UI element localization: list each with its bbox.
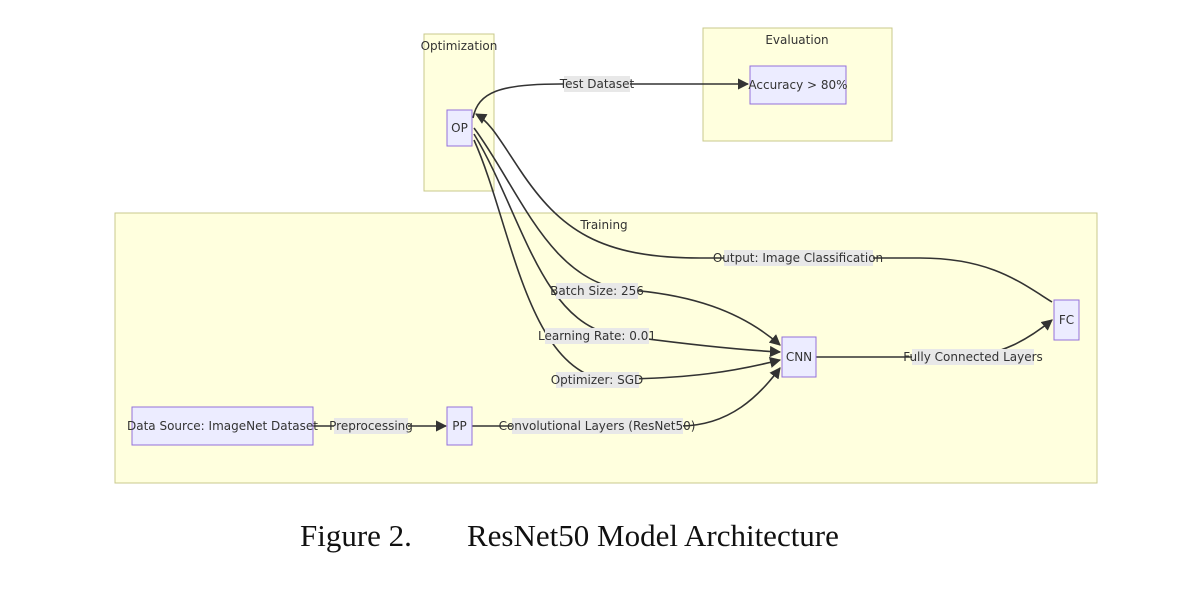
node-op[interactable]: OP [446,109,473,147]
edge-label-text: Test Dataset [559,77,635,91]
cluster-title-evaluation: Evaluation [765,33,828,47]
caption-label: Figure 2. [300,518,412,553]
caption-title: ResNet50 Model Architecture [467,518,839,553]
cluster-title-training: Training [579,218,627,232]
node-cnn[interactable]: CNN [781,336,817,378]
nodes: OP Accuracy > 80% Data Source: ImageNet … [127,65,1080,446]
edge-label-preprocessing: Preprocessing [329,418,413,434]
node-label: PP [452,419,466,433]
node-label: OP [451,121,468,135]
edge-label-learning-rate: Learning Rate: 0.01 [538,328,656,344]
node-pp[interactable]: PP [446,406,473,446]
node-label: Data Source: ImageNet Dataset [127,419,318,433]
cluster-title-optimization: Optimization [421,39,498,53]
node-label: CNN [786,350,812,364]
edge-op-to-accuracy [472,78,750,119]
edge-fc-to-op [475,113,1053,303]
node-accuracy[interactable]: Accuracy > 80% [748,65,848,105]
edge-label-text: Fully Connected Layers [903,350,1043,364]
edge-label-batch-size: Batch Size: 256 [550,283,644,299]
edge-pp-to-cnn [472,367,781,427]
edge-label-conv-layers: Convolutional Layers (ResNet50) [499,418,696,434]
edge-label-text: Optimizer: SGD [551,373,644,387]
edge-label-text: Output: Image Classification [713,251,883,265]
edge-label-text: Convolutional Layers (ResNet50) [499,419,696,433]
edge-labels: Test Dataset Output: Image Classificatio… [329,76,1043,434]
edge-label-text: Preprocessing [329,419,413,433]
cluster-optimization: Optimization [421,33,498,192]
edge-label-fully-connected: Fully Connected Layers [903,349,1043,365]
node-label: Accuracy > 80% [748,78,847,92]
edge-label-test-dataset: Test Dataset [559,76,635,92]
node-label: FC [1059,313,1074,327]
edge-label-optimizer: Optimizer: SGD [551,372,644,388]
figure-caption: Figure 2. ResNet50 Model Architecture [300,518,839,553]
edge-label-output: Output: Image Classification [713,250,883,266]
edge-label-text: Batch Size: 256 [550,284,644,298]
edge-label-text: Learning Rate: 0.01 [538,329,656,343]
node-data-source[interactable]: Data Source: ImageNet Dataset [127,406,318,446]
node-fc[interactable]: FC [1053,299,1080,341]
